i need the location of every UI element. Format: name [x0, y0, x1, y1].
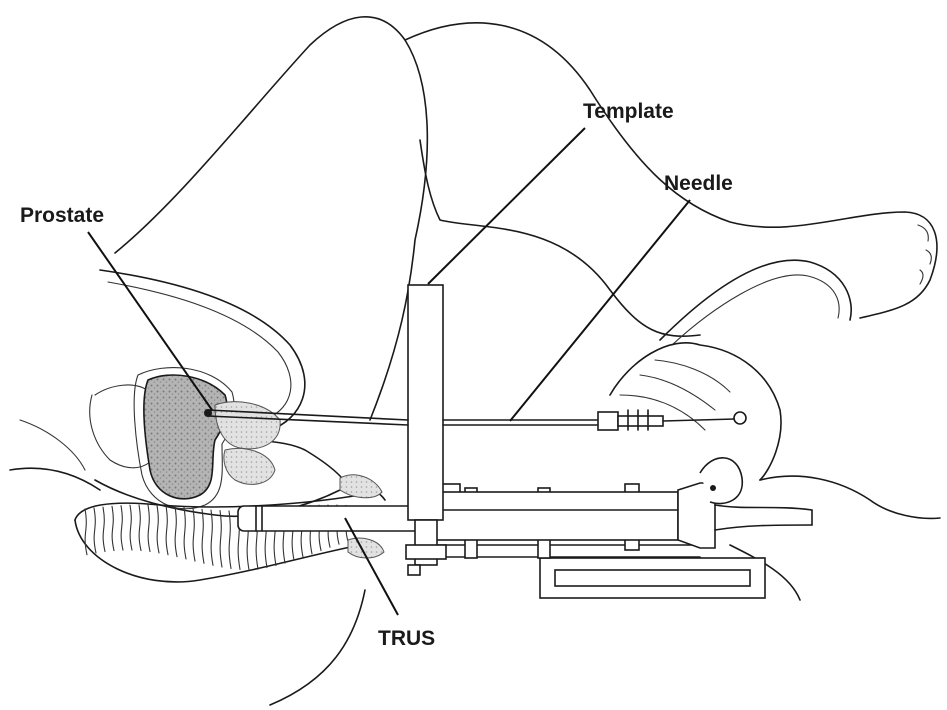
rectal-fold: [93, 507, 97, 554]
patient-body-outline: [9, 16, 941, 706]
template-leader-line: [427, 127, 586, 285]
prostate-label: Prostate: [20, 204, 104, 227]
rectal-fold: [102, 506, 106, 553]
trus-probe: [237, 457, 813, 549]
rectum: [74, 494, 361, 583]
rectal-fold: [129, 504, 133, 551]
template-label: Template: [583, 100, 674, 123]
rectal-fold: [147, 504, 151, 553]
template-device: [405, 284, 447, 576]
rectal-fold: [84, 508, 88, 556]
rectal-fold: [183, 507, 187, 560]
needle-leader-line: [509, 199, 691, 422]
rectal-fold: [192, 507, 196, 562]
probe-dial-dot: [710, 485, 716, 491]
rectal-fold: [228, 510, 232, 570]
prostate-gland: [133, 367, 281, 510]
trus-label: TRUS: [378, 627, 435, 650]
tissue-blob-upper: [339, 474, 383, 499]
rectal-fold: [174, 506, 178, 558]
rectal-fold: [120, 505, 124, 551]
needle: [204, 409, 747, 431]
rectal-fold: [201, 508, 205, 564]
rectal-fold: [219, 510, 223, 568]
trus-leader-line: [344, 517, 399, 616]
tissue-blob-lower: [347, 537, 385, 559]
needle-label: Needle: [664, 172, 733, 195]
rectal-fold: [111, 505, 115, 552]
rectal-fold: [210, 509, 214, 566]
rectal-fold: [138, 504, 142, 552]
prostate-leader-line: [87, 231, 213, 411]
rectal-fold: [156, 504, 160, 554]
rectal-fold: [165, 505, 169, 556]
label-leader-lines: [87, 127, 691, 616]
